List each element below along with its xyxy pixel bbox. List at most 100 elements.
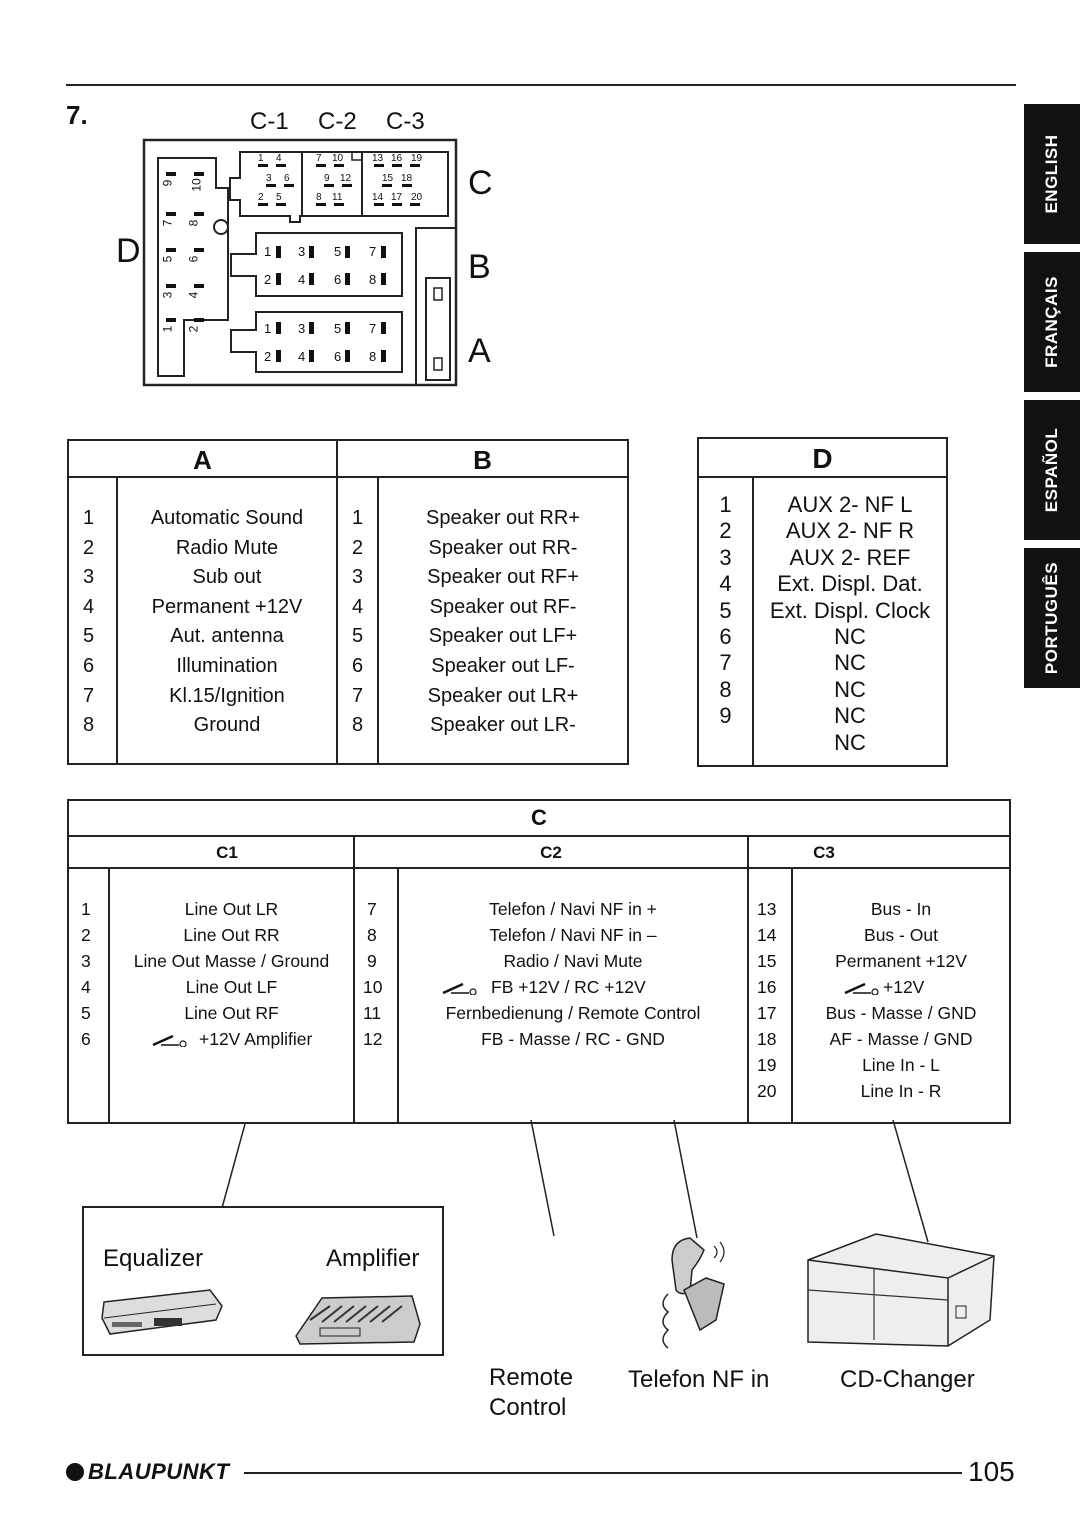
pin-function: Sub out <box>192 566 262 589</box>
pin-number: 8 <box>83 714 95 737</box>
pin-label: 6 <box>186 255 201 263</box>
connector-label-c1: C-1 <box>250 108 289 135</box>
pin-function: Speaker out LF- <box>431 654 575 677</box>
divider <box>747 837 749 1122</box>
pin-label: 12 <box>340 173 352 184</box>
pin-label: 8 <box>186 219 201 227</box>
remote-control-label-line2: Control <box>489 1394 567 1421</box>
pin-function: Speaker out LR+ <box>427 684 579 707</box>
pin-number: 6 <box>352 654 364 677</box>
pin-number: 9 <box>719 703 732 729</box>
tab-francais[interactable]: FRANÇAIS <box>1024 252 1080 392</box>
pin-number: 17 <box>757 1003 777 1023</box>
pin-number: 8 <box>367 925 377 945</box>
table-d-numbers: 1 2 3 4 5 6 7 8 9 <box>699 492 752 730</box>
table-row: 6 Speaker out LF- <box>338 655 627 685</box>
pin-function: Line Out LR <box>184 899 279 919</box>
pin-function: Illumination <box>176 654 278 677</box>
pin-label: 8 <box>316 192 322 203</box>
page-number: 105 <box>968 1456 1015 1487</box>
pin-label: 3 <box>298 244 306 259</box>
telephone-image <box>662 1237 725 1349</box>
pin-label: 5 <box>334 321 342 336</box>
pin-label: 14 <box>372 192 384 203</box>
pin-label: 19 <box>411 153 423 164</box>
pin-label: 8 <box>369 349 377 364</box>
divider <box>116 478 118 763</box>
pin-label: 7 <box>369 321 377 336</box>
pin-label: 5 <box>276 192 282 203</box>
cd-changer-label: CD-Changer <box>840 1366 975 1393</box>
pin-label: 6 <box>334 272 342 287</box>
equalizer-image <box>101 1289 223 1335</box>
table-d-functions: AUX 2- NF L AUX 2- NF R AUX 2- REF Ext. … <box>754 492 946 756</box>
divider <box>69 867 1009 869</box>
pin-label: 11 <box>332 192 343 203</box>
pin-function: Permanent +12V <box>835 951 967 971</box>
pin-function: Speaker out RF+ <box>427 566 579 589</box>
pin-label: 3 <box>298 321 306 336</box>
device-illustrations <box>101 1120 995 1349</box>
pin-label: 6 <box>334 349 342 364</box>
switch-icon <box>441 979 481 1000</box>
pin-function: Line Out Masse / Ground <box>133 951 330 971</box>
telefon-label: Telefon NF in <box>628 1366 770 1393</box>
connector-diagram <box>142 138 458 387</box>
tab-portugues[interactable]: PORTUGUÊS <box>1024 548 1080 688</box>
pin-function: Radio Mute <box>175 536 279 559</box>
pin-label: 3 <box>160 291 175 299</box>
pin-function: Speaker out RR- <box>428 536 578 559</box>
pin-function: AF - Masse / GND <box>829 1029 973 1049</box>
divider <box>699 476 946 478</box>
pin-number: 1 <box>352 507 364 529</box>
pin-label: 7 <box>316 153 322 164</box>
divider <box>69 835 1009 837</box>
pin-function: +12V <box>883 977 925 997</box>
pin-number: 3 <box>81 951 91 971</box>
pin-function: Bus - In <box>870 899 932 919</box>
tab-espanol[interactable]: ESPAÑOL <box>1024 400 1080 540</box>
pin-number: 5 <box>719 597 732 623</box>
footer-rule <box>244 1472 962 1474</box>
pin-label: 2 <box>264 272 272 287</box>
pin-label: 9 <box>160 179 175 187</box>
pin-number: 15 <box>757 951 777 971</box>
table-d-header: D <box>812 443 833 474</box>
tab-english[interactable]: ENGLISH <box>1024 104 1080 244</box>
pin-label: 13 <box>372 153 384 164</box>
pin-function: NC <box>834 703 866 729</box>
pin-label: 5 <box>334 244 342 259</box>
pin-number: 4 <box>719 571 732 597</box>
pin-function: Line Out RF <box>184 1003 279 1023</box>
pin-function: AUX 2- REF <box>789 544 911 570</box>
pin-function: NC <box>834 650 866 676</box>
table-d: D 1 2 3 4 5 6 7 8 9 AUX 2- NF L AUX 2- N… <box>697 437 948 767</box>
table-row: 3 Line Out Masse / Ground <box>69 951 353 977</box>
table-row: 15 Permanent +12V <box>749 951 1009 977</box>
pin-label: 5 <box>160 255 175 263</box>
pin-label: 1 <box>160 325 175 333</box>
pin-label: 2 <box>186 325 201 333</box>
pin-number: 5 <box>83 625 95 648</box>
table-a-header: A <box>193 445 212 475</box>
pin-function: Line Out LF <box>185 977 278 997</box>
pin-number: 3 <box>719 544 732 570</box>
pin-label: 1 <box>264 244 272 259</box>
pin-number: 4 <box>81 977 91 997</box>
pin-label: 2 <box>258 192 264 203</box>
pin-function: Speaker out RF- <box>429 595 577 618</box>
divider <box>336 441 338 763</box>
